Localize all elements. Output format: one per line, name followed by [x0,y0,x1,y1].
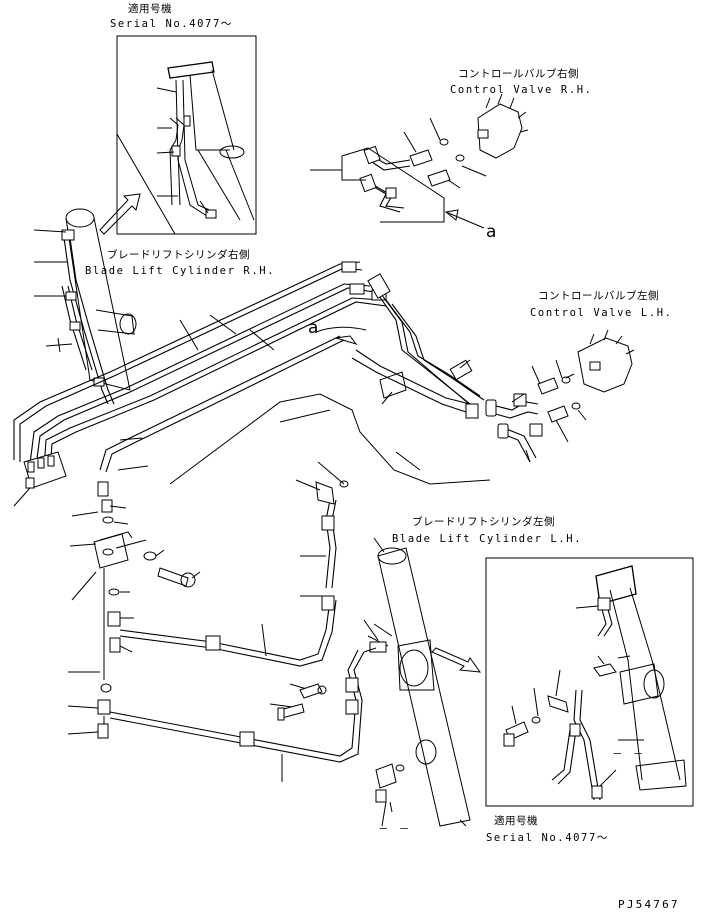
inset-top-cylinder [156,61,255,221]
inset-top-title: 適用号機 [128,3,172,15]
inset-bottom-frame [485,557,694,807]
document-id: PJ54767 [618,898,680,911]
blade-lift-rh-label-en: Blade Lift Cylinder R.H. [85,265,276,277]
blade-lift-cylinder-lh [363,537,482,827]
lower-pipes [109,461,405,827]
inset-top-frame [116,35,257,235]
control-valve-lh-label-jp: コントロールバルブ左側 [538,290,659,302]
control-valve-lh [485,329,635,463]
machine-frame-outline [119,393,491,485]
reference-a-upper: a [486,222,497,242]
arrow-to-inset-top [99,193,141,235]
blade-lift-cylinder-rh [33,208,137,405]
main-hose-bundle [13,261,387,473]
control-valve-rh-label-en: Control Valve R.H. [450,84,593,96]
blade-lift-lh-label-en: Blade Lift Cylinder L.H. [392,533,583,545]
hose-to-control-valve-lh [315,273,485,419]
manifold-block [13,451,201,739]
inset-top-serial: Serial No.4077～ [110,18,234,30]
inset-bottom-title: 適用号機 [494,815,538,827]
bottom-dash-label: － － [378,823,412,835]
blade-lift-rh-label-jp: ブレードリフトシリンダ右側 [107,249,250,261]
bolt-parts [277,683,327,721]
inset-bottom-dash: － － [612,748,646,760]
control-valve-rh-label-jp: コントロールバルブ右側 [458,68,579,80]
inset-bottom-serial: Serial No.4077～ [486,832,610,844]
inset-bottom-cylinder [503,565,687,801]
reference-a-lower: a [308,318,319,338]
blade-lift-lh-label-jp: ブレードリフトシリンダ左側 [412,516,555,528]
control-valve-rh [310,93,529,229]
control-valve-lh-label-en: Control Valve L.H. [530,307,673,319]
